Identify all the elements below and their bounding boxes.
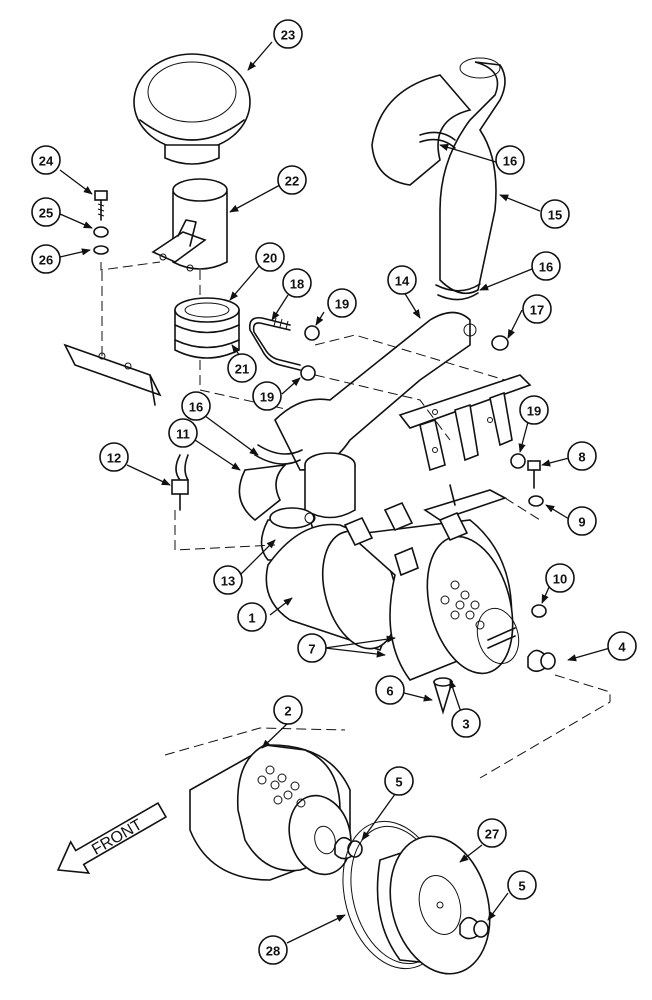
svg-text:19: 19 [527,404,541,419]
svg-text:19: 19 [335,297,349,312]
svg-text:7: 7 [308,642,315,657]
bolt-8 [527,460,541,489]
svg-text:5: 5 [395,775,402,790]
svg-text:27: 27 [485,827,499,842]
lockwasher-25 [93,226,109,238]
callout-19c: 19 [519,395,549,425]
callout-28: 28 [258,935,288,965]
callout-16a: 16 [495,145,525,175]
nut-19c [510,453,526,469]
svg-text:20: 20 [263,251,277,266]
callout-26: 26 [31,244,61,274]
svg-text:6: 6 [386,684,393,699]
svg-text:4: 4 [618,640,626,655]
wing-nut-4 [527,649,556,673]
callout-5b: 5 [507,870,537,900]
callout-18: 18 [282,268,312,298]
callout-7: 7 [297,633,327,663]
svg-text:3: 3 [462,717,469,732]
svg-text:16: 16 [189,400,203,415]
callout-27: 27 [477,818,507,848]
callout-3: 3 [451,708,481,738]
support-bracket [423,484,508,521]
mounting-bracket-right [398,374,532,472]
svg-text:2: 2 [284,704,291,719]
callout-8: 8 [567,441,597,471]
nut-17 [491,335,509,351]
callout-11: 11 [168,418,198,448]
callout-9: 9 [567,506,597,536]
intake-tube-15 [371,57,506,301]
svg-text:26: 26 [39,253,53,268]
svg-text:5: 5 [518,879,525,894]
callout-5a: 5 [384,766,414,796]
wing-nut-5b [459,916,489,940]
callout-12: 12 [99,442,129,472]
air-cleaner-housing-1 [265,519,520,681]
lockwasher-9 [528,495,544,507]
svg-text:21: 21 [235,362,249,377]
svg-text:11: 11 [176,427,190,442]
callout-23: 23 [273,19,303,49]
filter-element-2 [189,744,352,881]
callout-19b: 19 [252,381,282,411]
svg-text:18: 18 [290,277,304,292]
mounting-bracket-left [63,343,162,406]
callout-19a: 19 [327,288,357,318]
nut-10 [531,604,547,618]
pre-cleaner-cap [133,53,251,165]
svg-text:25: 25 [39,206,53,221]
svg-text:9: 9 [578,515,585,530]
callout-4: 4 [607,631,637,661]
u-bolt-18 [248,316,301,371]
callout-14: 14 [387,265,417,295]
callout-1: 1 [237,602,267,632]
nut-19a [304,325,320,341]
svg-text:10: 10 [553,572,567,587]
dust-valve-6 [432,677,454,715]
callout-6: 6 [375,675,405,705]
svg-text:12: 12 [107,451,121,466]
leader-lines [59,41,611,944]
cover-27 [376,835,491,975]
callout-10: 10 [545,563,575,593]
svg-text:16: 16 [539,260,553,275]
callout-24: 24 [31,145,61,175]
callout-13: 13 [213,565,243,595]
svg-text:8: 8 [578,450,585,465]
svg-text:24: 24 [39,154,54,169]
adapter-tube [151,178,228,272]
svg-text:19: 19 [260,390,274,405]
callout-20: 20 [255,242,285,272]
svg-text:15: 15 [548,208,562,223]
svg-text:28: 28 [266,944,280,959]
nut-19b [300,365,316,381]
housing-clamps [343,501,469,577]
svg-text:1: 1 [248,611,255,626]
svg-text:16: 16 [503,154,517,169]
svg-text:22: 22 [285,174,299,189]
callout-16c: 16 [181,391,211,421]
svg-text:17: 17 [530,303,544,318]
air-cleaner-outlet-14 [238,311,477,522]
callout-25: 25 [31,197,61,227]
callout-16b: 16 [531,251,561,281]
callout-17: 17 [522,294,552,324]
svg-text:23: 23 [281,28,295,43]
hose-clamp-set [174,297,240,359]
restriction-sensor-12 [171,454,189,511]
callout-15: 15 [540,199,570,229]
washer-26 [93,245,109,255]
front-direction-arrow: FRONT [56,801,168,875]
svg-text:13: 13 [221,574,235,589]
wing-nut-5a [334,836,363,860]
callout-2: 2 [273,695,303,725]
callout-21: 21 [227,353,257,383]
svg-text:14: 14 [395,274,410,289]
bolt-24 [94,190,108,221]
callout-22: 22 [277,165,307,195]
